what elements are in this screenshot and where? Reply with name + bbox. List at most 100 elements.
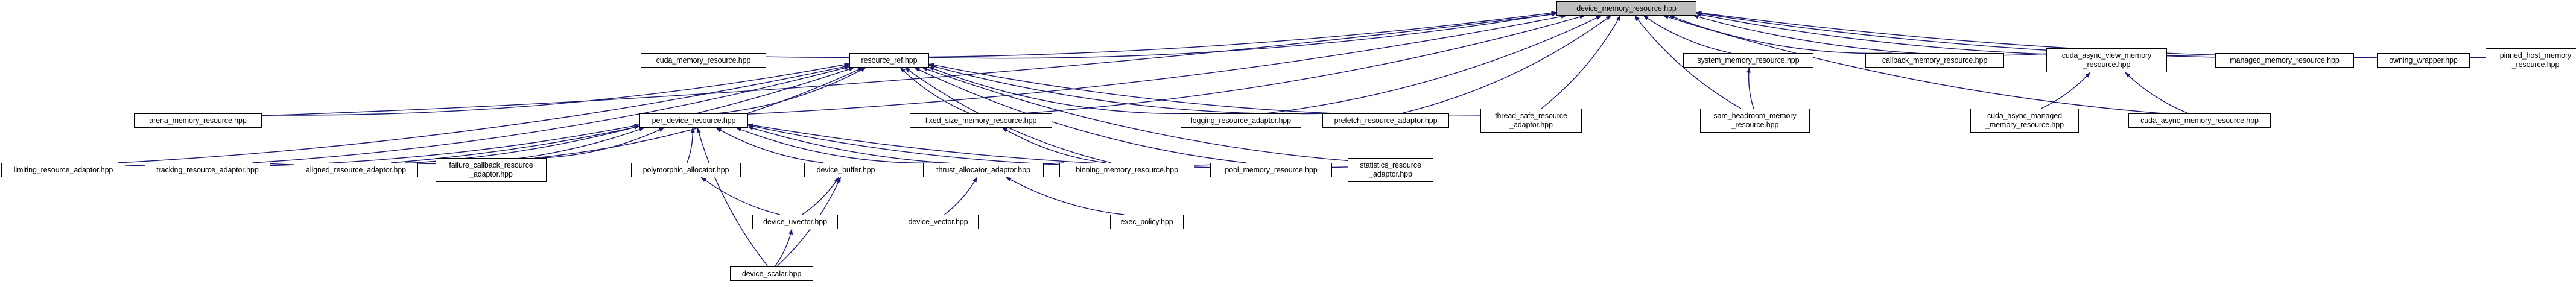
node-fixed_size_memory_resource[interactable]: fixed_size_memory_resource.hpp	[910, 113, 1052, 128]
graph-edge	[2125, 72, 2189, 114]
graph-edge	[697, 127, 769, 267]
node-resource_ref[interactable]: resource_ref.hpp	[849, 53, 929, 68]
node-label: arena_memory_resource.hpp	[149, 116, 247, 125]
graph-edge	[391, 67, 855, 163]
node-cuda_memory_resource[interactable]: cuda_memory_resource.hpp	[641, 53, 766, 68]
node-logging_resource_adaptor[interactable]: logging_resource_adaptor.hpp	[1181, 113, 1301, 128]
node-per_device_resource[interactable]: per_device_resource.hpp	[639, 113, 748, 128]
graph-edge	[747, 124, 1211, 167]
node-label: thrust_allocator_adaptor.hpp	[936, 165, 1030, 174]
node-arena_memory_resource[interactable]: arena_memory_resource.hpp	[134, 113, 262, 128]
graph-edge	[125, 124, 640, 167]
node-label: resource_ref.hpp	[861, 55, 918, 65]
node-prefetch_resource_adaptor[interactable]: prefetch_resource_adaptor.hpp	[1322, 113, 1449, 128]
node-label: callback_memory_resource.hpp	[1882, 55, 1988, 65]
graph-edge	[1746, 67, 1754, 109]
node-label: managed_memory_resource.hpp	[2230, 55, 2340, 65]
graph-edge	[1541, 15, 1621, 109]
graph-edge	[1696, 11, 2378, 58]
node-label: thread_safe_resource _adaptor.hpp	[1495, 112, 1567, 129]
graph-edge	[715, 127, 824, 163]
graph-edge	[899, 67, 971, 114]
node-label: aligned_resource_adaptor.hpp	[305, 165, 407, 174]
graph-edge	[1693, 14, 2047, 56]
node-exec_policy[interactable]: exec_policy.hpp	[1110, 215, 1184, 229]
node-pinned_host_memory[interactable]: pinned_host_memory _resource.hpp	[2486, 48, 2576, 72]
graph-edge	[735, 127, 941, 164]
node-system_memory_resource[interactable]: system_memory_resource.hpp	[1683, 53, 1813, 68]
node-label: cuda_async_view_memory _resource.hpp	[2061, 51, 2152, 69]
node-label: failure_callback_resource _adaptor.hpp	[449, 161, 533, 178]
graph-edge	[1022, 14, 1585, 114]
node-label: cuda_memory_resource.hpp	[656, 55, 751, 65]
node-label: exec_policy.hpp	[1120, 217, 1173, 226]
node-label: pinned_host_memory _resource.hpp	[2499, 51, 2572, 69]
graph-edge	[1006, 177, 1125, 215]
node-thread_safe_resource_adaptor[interactable]: thread_safe_resource _adaptor.hpp	[1480, 109, 1582, 133]
node-label: fixed_size_memory_resource.hpp	[925, 116, 1037, 125]
node-device_scalar[interactable]: device_scalar.hpp	[730, 266, 813, 281]
node-device_memory_resource[interactable]: device_memory_resource.hpp	[1556, 1, 1696, 16]
node-cuda_async_view_memory[interactable]: cuda_async_view_memory _resource.hpp	[2046, 48, 2167, 72]
node-label: tracking_resource_adaptor.hpp	[156, 165, 259, 174]
node-binning_memory_resource[interactable]: binning_memory_resource.hpp	[1059, 163, 1194, 177]
graph-edge	[1401, 15, 1611, 114]
node-managed_memory_resource[interactable]: managed_memory_resource.hpp	[2215, 53, 2354, 68]
node-label: limiting_resource_adaptor.hpp	[13, 165, 113, 174]
node-label: device_buffer.hpp	[816, 165, 875, 174]
node-label: logging_resource_adaptor.hpp	[1190, 116, 1292, 125]
graph-edge	[1669, 15, 1892, 54]
graph-edge	[802, 177, 839, 215]
node-label: pool_memory_resource.hpp	[1225, 165, 1318, 174]
graph-edge	[717, 67, 866, 114]
node-label: cuda_async_memory_resource.hpp	[2140, 116, 2259, 125]
node-limiting_resource_adaptor[interactable]: limiting_resource_adaptor.hpp	[1, 163, 125, 177]
node-failure_callback_resource[interactable]: failure_callback_resource _adaptor.hpp	[436, 158, 547, 182]
graph-edge	[1643, 15, 1731, 54]
graph-edge	[928, 63, 1481, 117]
graph-edge	[766, 11, 1557, 58]
node-callback_memory_resource[interactable]: callback_memory_resource.hpp	[1865, 53, 2004, 68]
node-label: prefetch_resource_adaptor.hpp	[1334, 116, 1438, 125]
node-tracking_resource_adaptor[interactable]: tracking_resource_adaptor.hpp	[145, 163, 270, 177]
graph-edge	[1266, 15, 1602, 114]
node-label: device_uvector.hpp	[763, 217, 827, 226]
graph-edge	[928, 12, 1557, 59]
graph-edge	[928, 66, 1199, 115]
graph-edge	[252, 66, 850, 163]
node-device_uvector[interactable]: device_uvector.hpp	[752, 215, 838, 229]
node-thrust_allocator_adaptor[interactable]: thrust_allocator_adaptor.hpp	[923, 163, 1044, 177]
node-cuda_async_managed_memory[interactable]: cuda_async_managed _memory_resource.hpp	[1970, 109, 2079, 133]
node-device_vector[interactable]: device_vector.hpp	[898, 215, 979, 229]
graph-edge	[540, 127, 665, 159]
node-cuda_async_memory_resource[interactable]: cuda_async_memory_resource.hpp	[2128, 113, 2271, 128]
node-label: system_memory_resource.hpp	[1697, 55, 1800, 65]
graph-edge	[687, 127, 695, 163]
node-polymorphic_allocator[interactable]: polymorphic_allocator.hpp	[631, 163, 741, 177]
node-label: cuda_async_managed _memory_resource.hpp	[1985, 112, 2064, 129]
node-statistics_resource_adaptor[interactable]: statistics_resource _adaptor.hpp	[1348, 158, 1433, 182]
node-label: statistics_resource _adaptor.hpp	[1360, 161, 1421, 178]
node-label: device_vector.hpp	[908, 217, 968, 226]
node-label: sam_headroom_memory _resource.hpp	[1713, 112, 1797, 129]
node-label: device_memory_resource.hpp	[1576, 4, 1677, 13]
graph-edge	[944, 177, 978, 215]
node-aligned_resource_adaptor[interactable]: aligned_resource_adaptor.hpp	[294, 163, 418, 177]
node-owning_wrapper[interactable]: owning_wrapper.hpp	[2377, 53, 2470, 68]
node-device_buffer[interactable]: device_buffer.hpp	[804, 163, 887, 177]
graph-edge	[1001, 127, 1106, 163]
node-label: per_device_resource.hpp	[652, 116, 736, 125]
graph-edge	[535, 67, 863, 159]
node-pool_memory_resource[interactable]: pool_memory_resource.hpp	[1210, 163, 1332, 177]
graph-edge	[747, 123, 1348, 169]
node-label: device_scalar.hpp	[741, 269, 802, 278]
node-label: binning_memory_resource.hpp	[1076, 165, 1178, 174]
node-sam_headroom_memory[interactable]: sam_headroom_memory _resource.hpp	[1700, 109, 1810, 133]
graph-edge	[261, 62, 850, 116]
graph-edge	[774, 229, 793, 267]
graph-edge	[928, 64, 1327, 115]
node-label: owning_wrapper.hpp	[2389, 55, 2458, 65]
node-label: polymorphic_allocator.hpp	[642, 165, 729, 174]
